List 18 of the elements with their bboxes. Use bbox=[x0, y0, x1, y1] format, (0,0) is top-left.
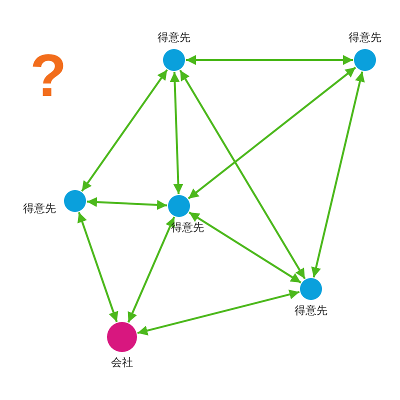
node-label: 得意先 bbox=[348, 32, 382, 43]
double-arrow bbox=[86, 197, 168, 210]
double-arrow bbox=[137, 290, 300, 336]
double-arrow bbox=[170, 72, 184, 194]
node-label: 会社 bbox=[111, 357, 133, 368]
double-arrow bbox=[81, 69, 168, 192]
double-arrow bbox=[179, 70, 306, 280]
node-label: 得意先 bbox=[23, 203, 56, 214]
double-arrow bbox=[186, 55, 353, 65]
node-label: 得意先 bbox=[294, 305, 328, 316]
node-label: 得意先 bbox=[171, 222, 204, 233]
double-arrow bbox=[127, 216, 176, 323]
double-arrow bbox=[188, 212, 302, 284]
double-arrow bbox=[311, 71, 365, 278]
double-arrow bbox=[77, 212, 118, 322]
double-arrow bbox=[188, 66, 356, 200]
question-mark: ? bbox=[30, 46, 67, 106]
node-label: 得意先 bbox=[158, 32, 190, 43]
